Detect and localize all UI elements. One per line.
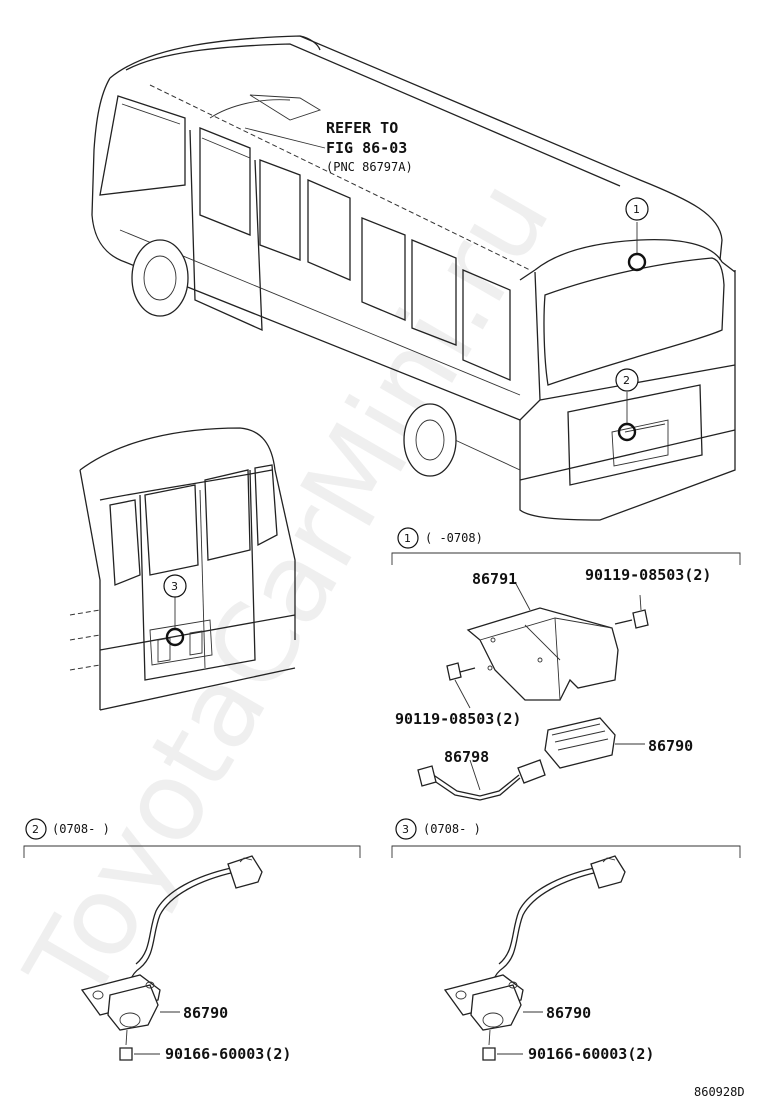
callout-2-num: 2 [623, 374, 630, 387]
part-86798-label: 86798 [444, 748, 489, 766]
refer-note-line3: (PNC 86797A) [326, 160, 413, 174]
part-screw-g3-label: 90166-60003(2) [528, 1045, 654, 1063]
group-3-num: 3 [402, 823, 409, 836]
part-bolt-left-label: 90119-08503(2) [395, 710, 521, 728]
group-1-header: 1 ( -0708) [391, 527, 741, 565]
part-bolt-top-label: 90119-08503(2) [585, 566, 711, 584]
rear-view-illustration [69, 427, 296, 711]
group-1-parts [417, 581, 649, 801]
callout-1-num: 1 [633, 203, 640, 216]
figure-code: 860928D [694, 1085, 745, 1099]
group-3-header: 3 (0708- ) [391, 818, 741, 858]
callout-3-num: 3 [171, 580, 178, 593]
part-86791-label: 86791 [472, 570, 517, 588]
callout-1: 1 [625, 197, 649, 221]
part-86790-g1-label: 86790 [648, 737, 693, 755]
group-2-parts [80, 855, 263, 1061]
part-86790-g3-label: 86790 [546, 1004, 591, 1022]
group-2-num: 2 [32, 823, 39, 836]
refer-note-line2: FIG 86-03 [326, 139, 407, 157]
callout-3: 3 [163, 574, 187, 598]
group-2-header: 2 (0708- ) [23, 818, 361, 858]
group-1-num: 1 [404, 532, 411, 545]
refer-note-line1: REFER TO [326, 119, 398, 137]
group-3-range: (0708- ) [423, 822, 481, 836]
part-86790-g2-label: 86790 [183, 1004, 228, 1022]
part-screw-g2-label: 90166-60003(2) [165, 1045, 291, 1063]
callout-2: 2 [615, 368, 639, 392]
bus-illustration [91, 35, 736, 521]
group-3-parts [443, 855, 626, 1061]
group-2-range: (0708- ) [52, 822, 110, 836]
watermark: ToyotaCarMini.ru [1, 159, 574, 1024]
group-1-range: ( -0708) [425, 531, 483, 545]
